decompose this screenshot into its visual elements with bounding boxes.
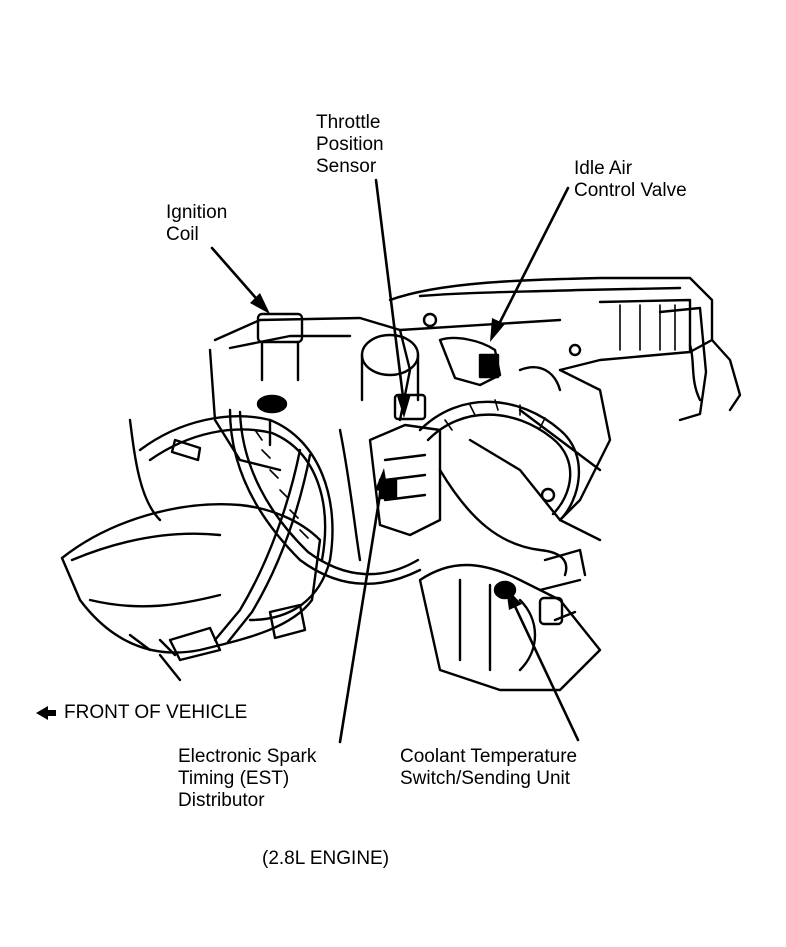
est-arrowhead: [375, 468, 388, 492]
tps-leader: [374, 178, 406, 407]
ignition-coil-body: [256, 312, 304, 344]
idle-air-control-valve-body: [438, 336, 502, 387]
ignition-coil-label: Ignition Coil: [166, 202, 228, 245]
front-of-vehicle-label: FRONT OF VEHICLE: [64, 702, 248, 723]
idle-air-control-valve-label: Idle Air Control Valve: [574, 158, 687, 201]
wiring-harness: [138, 415, 334, 622]
iac-arrowhead: [490, 318, 505, 342]
left-arrow-icon: [36, 706, 56, 720]
coil-arrowhead: [250, 293, 270, 314]
intake-plenum: [388, 276, 714, 372]
valve-cover: [213, 316, 412, 422]
fender-panel: [60, 503, 322, 654]
tps-arrowhead: [397, 394, 411, 418]
engine-caption: (2.8L ENGINE): [262, 848, 390, 869]
coil-leader: [210, 246, 264, 307]
est-distributor-label: Electronic Spark Timing (EST) Distributo…: [178, 746, 317, 811]
lower-manifold: [418, 563, 602, 692]
iac-leader: [494, 186, 570, 332]
distributor-body: [368, 423, 442, 537]
cts-leader: [510, 598, 580, 742]
throttle-position-sensor-label: Throttle Position Sensor: [316, 112, 384, 177]
cts-arrowhead: [506, 588, 522, 610]
est-leader: [338, 480, 384, 744]
coolant-temperature-label: Coolant Temperature Switch/Sending Unit: [400, 746, 578, 789]
throttle-body: [360, 333, 420, 377]
